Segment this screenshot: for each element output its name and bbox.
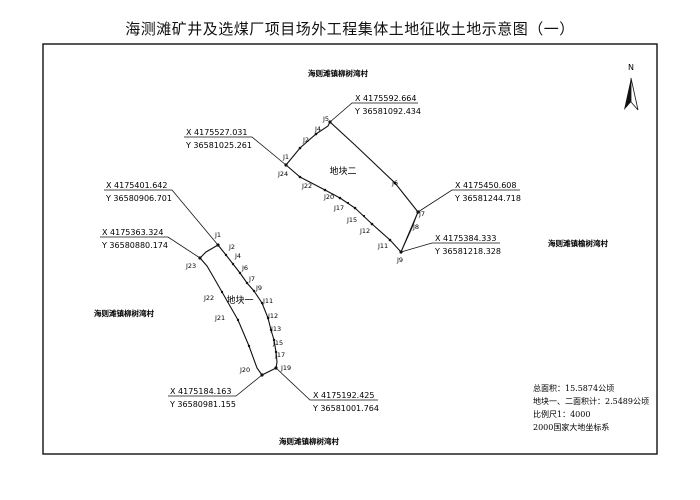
point-label: J11 bbox=[262, 297, 273, 305]
plot-two-point-labels: J1 J2 J4 J5 J6 J7 J8 J9 J11 J12 J15 J17 … bbox=[277, 115, 425, 264]
point-label: X 4175527.031 bbox=[186, 128, 247, 137]
point-label: J15 bbox=[346, 216, 357, 224]
coordinate-callout-c3: X 4175450.608 Y 36581244.718 bbox=[454, 181, 521, 203]
point-label: X 4175450.608 bbox=[455, 181, 516, 190]
point-label: Y 36581025.261 bbox=[185, 141, 252, 150]
point-label: J17 bbox=[333, 204, 344, 212]
point-label: J22 bbox=[301, 182, 312, 190]
village-label-bottom: 海则滩镇柳树湾村 bbox=[279, 436, 339, 446]
point-label: J12 bbox=[267, 312, 278, 320]
coordinate-callout-c6: X 4175363.324 Y 36580880.174 bbox=[101, 228, 168, 250]
coordinate-callout-c8: X 4175192.425 Y 36581001.764 bbox=[312, 391, 379, 413]
coordinate-system: 2000国家大地坐标系 bbox=[533, 422, 609, 432]
map-info-block: 总面积：15.5874公顷 地块一、二面积计：2.5489公顷 比例尺1：400… bbox=[533, 383, 649, 432]
point-label: J21 bbox=[214, 314, 225, 322]
point-label: J4 bbox=[314, 125, 321, 133]
plot-two-label: 地块二 bbox=[329, 165, 356, 177]
point-label: X 4175401.642 bbox=[106, 181, 167, 190]
village-label-top: 海则滩镇柳树湾村 bbox=[308, 68, 368, 78]
point-label: Y 36580906.701 bbox=[105, 194, 172, 203]
point-label: J9 bbox=[396, 256, 403, 264]
plots-area: 地块一、二面积计：2.5489公顷 bbox=[533, 396, 649, 406]
point-label: J11 bbox=[377, 242, 388, 250]
point-label: J23 bbox=[185, 262, 196, 270]
point-label: J22 bbox=[203, 294, 214, 302]
map-frame bbox=[42, 43, 658, 455]
point-label: Y 36581244.718 bbox=[454, 194, 521, 203]
coordinate-callout-c7: X 4175184.163 Y 36580981.155 bbox=[169, 387, 236, 409]
point-label: J2 bbox=[228, 243, 235, 251]
total-area: 总面积：15.5874公顷 bbox=[533, 383, 614, 393]
point-label: J12 bbox=[359, 227, 370, 235]
point-label: Y 36581092.434 bbox=[354, 107, 421, 116]
north-arrow-icon bbox=[624, 77, 639, 111]
point-label: X 4175592.664 bbox=[355, 94, 416, 103]
point-label: Y 36580880.174 bbox=[101, 241, 168, 250]
point-label: J6 bbox=[241, 264, 248, 272]
point-label: J6 bbox=[391, 179, 398, 187]
point-label: J1 bbox=[214, 231, 221, 239]
coordinate-callout-c5: X 4175401.642 Y 36580906.701 bbox=[105, 181, 172, 203]
map-title: 海测滩矿井及选煤厂项目场外工程集体土地征收土地示意图（一） bbox=[125, 20, 575, 38]
point-label: J17 bbox=[274, 351, 285, 359]
point-label: J9 bbox=[255, 284, 262, 292]
point-label: J7 bbox=[418, 210, 425, 218]
point-label: X 4175184.163 bbox=[170, 387, 231, 396]
point-label: J15 bbox=[272, 339, 283, 347]
map-scale: 比例尺1：4000 bbox=[533, 409, 590, 419]
coordinate-callout-c1: X 4175592.664 Y 36581092.434 bbox=[354, 94, 421, 116]
coordinate-callout-c4: X 4175384.333 Y 36581218.328 bbox=[434, 234, 501, 256]
plot-one-label: 地块一 bbox=[226, 294, 253, 306]
point-label: J20 bbox=[323, 193, 334, 201]
point-label: X 4175363.324 bbox=[102, 228, 163, 237]
point-label: J4 bbox=[234, 252, 241, 260]
village-label-right: 海则滩镇榆树湾村 bbox=[548, 238, 608, 248]
point-label: X 4175192.425 bbox=[313, 391, 374, 400]
coordinate-callout-c2: X 4175527.031 Y 36581025.261 bbox=[185, 128, 252, 150]
point-label: J24 bbox=[277, 170, 288, 178]
village-label-left: 海则滩镇柳树湾村 bbox=[94, 308, 154, 318]
plot-one-point-labels: J1 J2 J4 J6 J7 J9 J11 J12 J13 J15 J17 J1… bbox=[185, 231, 291, 374]
point-label: J2 bbox=[302, 136, 309, 144]
plot-two-boundary bbox=[285, 121, 419, 254]
point-label: J13 bbox=[270, 325, 281, 333]
coordinate-leader-lines bbox=[100, 102, 520, 401]
point-label: J7 bbox=[248, 275, 255, 283]
point-label: J1 bbox=[282, 153, 289, 161]
point-label: X 4175384.333 bbox=[435, 234, 496, 243]
point-label: J19 bbox=[280, 364, 291, 372]
north-label: N bbox=[628, 63, 634, 72]
point-label: Y 36581218.328 bbox=[434, 247, 501, 256]
plot-one-boundary bbox=[199, 244, 278, 376]
point-label: Y 36580981.155 bbox=[169, 400, 236, 409]
point-label: J20 bbox=[239, 366, 250, 374]
point-label: J8 bbox=[412, 223, 419, 231]
plot-one-points bbox=[198, 243, 278, 377]
point-label: Y 36581001.764 bbox=[312, 404, 379, 413]
point-label: J5 bbox=[322, 115, 329, 123]
